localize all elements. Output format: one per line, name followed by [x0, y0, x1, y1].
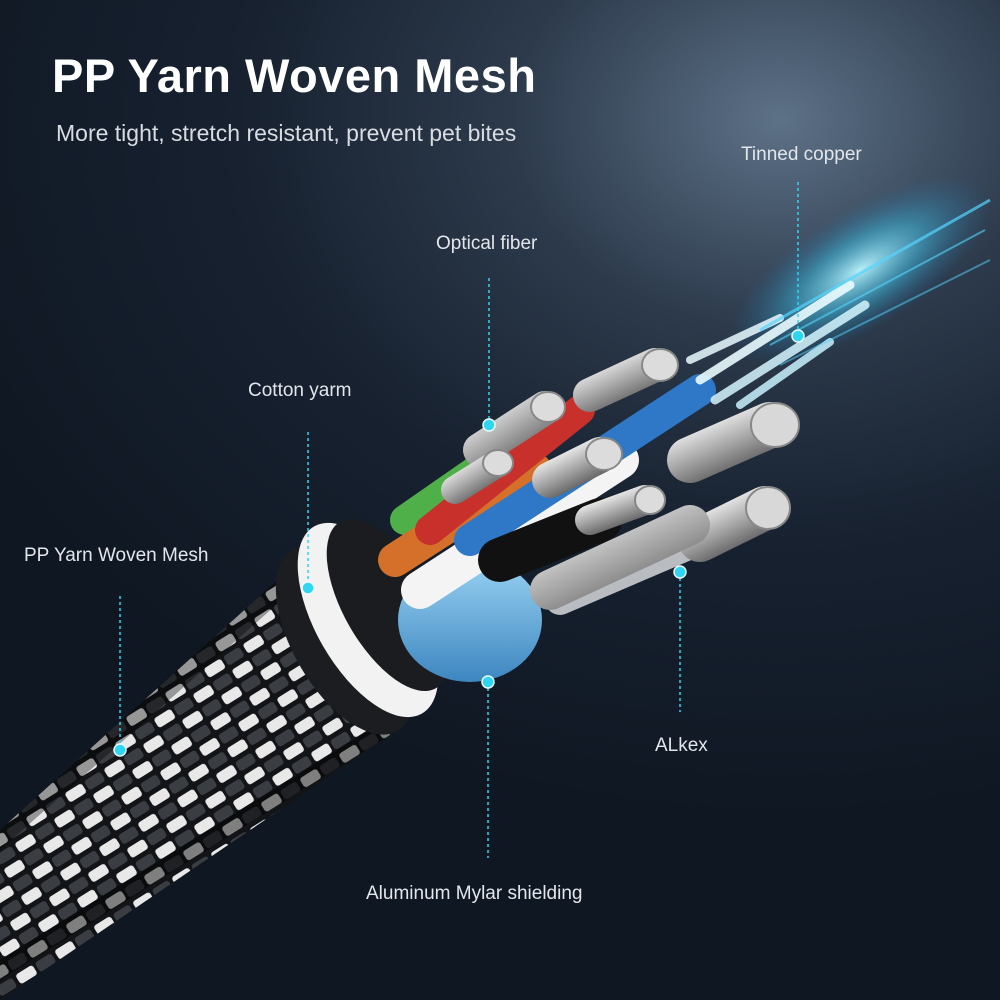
- callout-tinned-copper: Tinned copper: [741, 144, 862, 165]
- callout-mylar: Aluminum Mylar shielding: [366, 883, 583, 904]
- page-title: PP Yarn Woven Mesh: [52, 49, 537, 102]
- tinned-copper-strands: [441, 348, 800, 610]
- page-subtitle: More tight, stretch resistant, prevent p…: [56, 120, 517, 146]
- callout-pp-mesh: PP Yarn Woven Mesh: [24, 545, 209, 566]
- dot-mylar: [481, 675, 495, 689]
- dot-pp-mesh: [113, 743, 127, 757]
- dot-alkex: [673, 565, 687, 579]
- optical-fibers: [686, 175, 992, 409]
- dot-cotton-yarn: [301, 581, 315, 595]
- callout-leaders: [119, 182, 799, 858]
- dot-tinned-copper: [791, 329, 805, 343]
- dot-optical-fiber: [482, 418, 496, 432]
- braided-jacket: [0, 560, 390, 1000]
- callout-cotton-yarn: Cotton yarm: [248, 380, 352, 401]
- callout-alkex: ALkex: [655, 735, 708, 756]
- callout-optical-fiber: Optical fiber: [436, 233, 538, 254]
- callout-dots: [113, 329, 805, 757]
